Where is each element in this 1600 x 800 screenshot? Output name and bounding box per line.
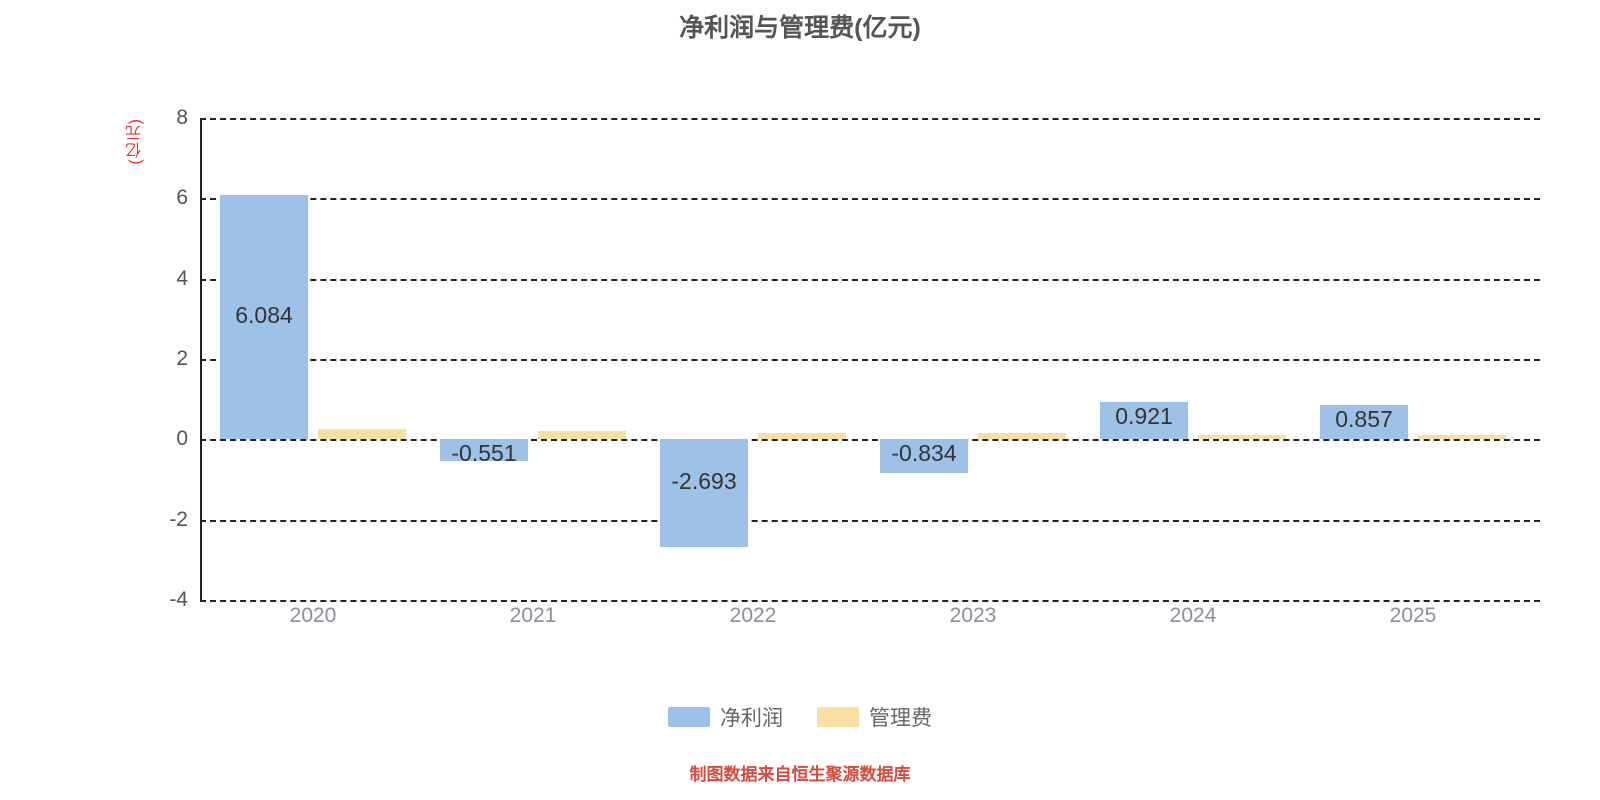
bar-net-profit-2023[interactable] xyxy=(880,439,968,473)
y-tick-label: -2 xyxy=(169,507,188,531)
gridline-2 xyxy=(200,359,1540,361)
bar-net-profit-2025[interactable] xyxy=(1320,404,1408,440)
gridline-0 xyxy=(200,439,1540,442)
y-tick-label: 4 xyxy=(176,266,188,290)
bar-value-label-net-profit-2022: -2.693 xyxy=(671,468,737,494)
x-tick-label-2025: 2025 xyxy=(1389,604,1437,627)
x-tick-label-2022: 2022 xyxy=(729,604,777,627)
legend-swatch-admin-expense xyxy=(817,707,859,727)
x-axis-tick-labels: 2020 2021 2022 2023 2024 2025 xyxy=(200,604,1540,634)
plot-area: 6.084 -0.551 -2.693 -0.834 0.921 0.857 xyxy=(200,118,1540,602)
gridline-6 xyxy=(200,198,1540,201)
y-tick-label: 0 xyxy=(176,427,188,451)
y-axis-tick-labels: 8 6 4 2 0 -2 -4 xyxy=(140,106,188,611)
x-tick-label-2020: 2020 xyxy=(289,604,337,627)
gridline-4 xyxy=(200,278,1540,281)
gridline-minus4 xyxy=(200,600,1540,602)
bar-value-label-net-profit-2020: 6.084 xyxy=(235,302,293,328)
x-tick-label-2023: 2023 xyxy=(949,604,997,627)
bar-admin-expense-2021[interactable] xyxy=(538,431,626,440)
bar-value-label-net-profit-2023: -0.834 xyxy=(891,440,957,466)
y-tick-label: 2 xyxy=(176,347,188,370)
bar-value-label-net-profit-2025: 0.857 xyxy=(1335,406,1393,432)
bar-admin-expense-2022[interactable] xyxy=(758,432,846,440)
legend-item-net-profit[interactable]: 净利润 xyxy=(668,702,783,732)
legend-label-admin-expense: 管理费 xyxy=(869,707,932,730)
bar-value-label-net-profit-2021: -0.551 xyxy=(451,440,517,466)
x-tick-label-2024: 2024 xyxy=(1169,604,1217,627)
x-tick-label-2021: 2021 xyxy=(509,604,557,627)
y-tick-label: -4 xyxy=(169,588,188,611)
legend-swatch-net-profit xyxy=(668,707,710,727)
bar-net-profit-2020[interactable] xyxy=(220,194,308,440)
bar-value-label-net-profit-2024: 0.921 xyxy=(1115,403,1173,429)
bar-net-profit-2021[interactable] xyxy=(440,439,528,462)
gridline-8 xyxy=(200,118,1540,120)
bar-net-profit-2024[interactable] xyxy=(1100,402,1188,440)
y-tick-label: 8 xyxy=(176,106,188,129)
bar-admin-expense-2025[interactable] xyxy=(1418,435,1506,440)
chart-title: 净利润与管理费(亿元) xyxy=(679,14,921,42)
legend-item-admin-expense[interactable]: 管理费 xyxy=(817,702,932,732)
bar-admin-expense-2023[interactable] xyxy=(978,433,1066,440)
legend-label-net-profit: 净利润 xyxy=(720,707,783,730)
gridline-minus2 xyxy=(200,519,1540,522)
bar-admin-expense-2024[interactable] xyxy=(1198,435,1286,440)
chart-legend: 净利润 管理费 xyxy=(0,702,1600,732)
bar-net-profit-2022[interactable] xyxy=(660,439,748,548)
bar-admin-expense-2020[interactable] xyxy=(318,428,406,440)
source-annotation: 制图数据来自恒生聚源数据库 xyxy=(689,765,911,784)
y-tick-label: 6 xyxy=(176,186,188,210)
